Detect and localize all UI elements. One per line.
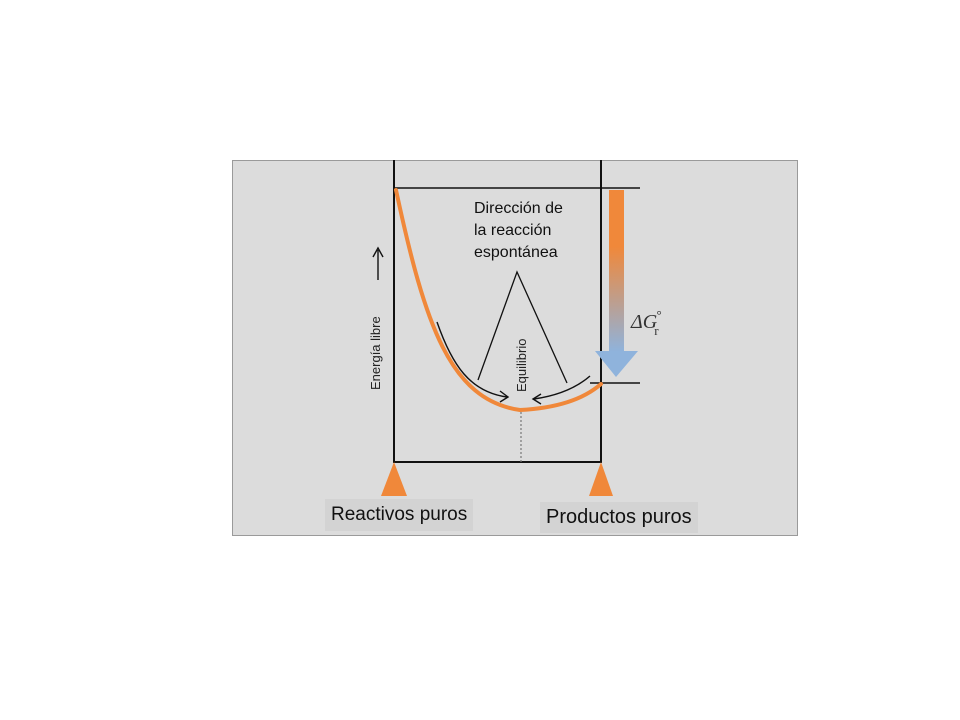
free-energy-curve [394, 188, 603, 413]
right-curved-arrow [533, 375, 591, 400]
free-energy-label: Energía libre [368, 316, 383, 390]
delta-g-arrow-shaft [609, 190, 624, 352]
right-arrowhead [531, 393, 542, 405]
energy-arrow-head [372, 246, 384, 258]
products-label: Productos puros [540, 502, 698, 533]
reactants-label: Reactivos puros [325, 499, 474, 531]
equilibrium-label: Equilibrio [514, 339, 529, 392]
left-curved-arrow [436, 321, 508, 398]
delta-g-symbol: ΔG [631, 311, 658, 333]
spontaneous-direction-text: Dirección de la reacción espontánea [474, 200, 563, 261]
direction-pointer-lines [477, 270, 568, 384]
products-marker [589, 462, 613, 496]
reactants-marker [381, 462, 407, 496]
delta-g-superscript: ° [656, 307, 662, 322]
delta-g-subscript: r [654, 323, 659, 338]
delta-g-arrow-head [595, 351, 638, 377]
left-arrowhead [499, 390, 510, 403]
delta-g-label: ΔGr° [631, 307, 662, 338]
diagram-panel [232, 160, 798, 536]
